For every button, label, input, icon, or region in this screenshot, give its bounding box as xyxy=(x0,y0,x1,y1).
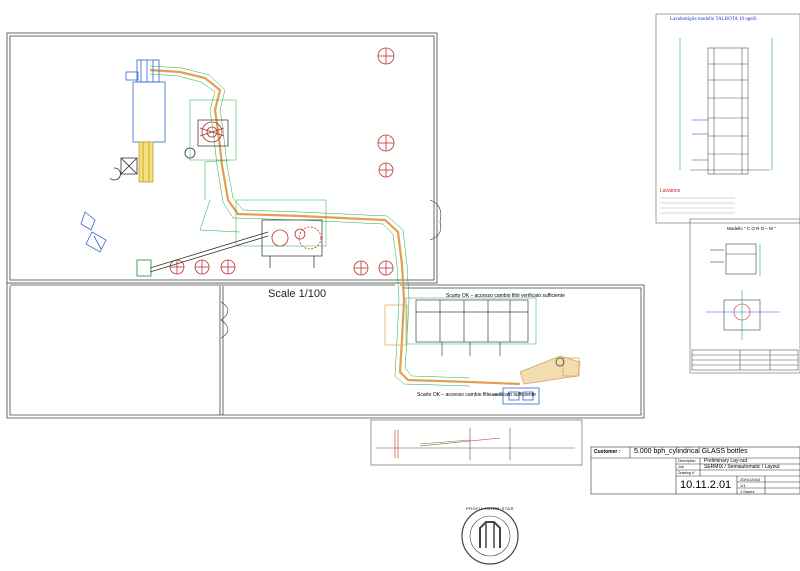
operator-symbols xyxy=(80,147,196,253)
customer-label: Customer : xyxy=(594,449,621,455)
customer-value: 5.000 bph_cylindrical GLASS bottles xyxy=(634,448,748,455)
column-markers xyxy=(169,47,395,276)
door-symbols xyxy=(220,199,442,339)
sheet-capper xyxy=(689,218,800,374)
depalletizer xyxy=(125,59,166,183)
note-bottom: Scarto OK – accesso cambio filtri verifi… xyxy=(417,392,536,398)
job-value: SERMIX / Semiautomatic / Layout xyxy=(704,464,780,470)
capper-sheet-title: Modello " C O R O – M " xyxy=(727,226,776,231)
drawing-number: 10.11.2.01 xyxy=(680,479,732,491)
conveyor-lines xyxy=(149,68,521,386)
pasteurizer xyxy=(384,297,537,356)
incline-conveyor xyxy=(149,231,269,269)
sheet-washer xyxy=(655,13,800,224)
author-value: J.Sanes xyxy=(740,489,755,494)
side-elevation xyxy=(370,419,583,466)
labeller xyxy=(519,355,581,385)
description-value: Preliminary Lay-out xyxy=(704,458,748,464)
loading-station xyxy=(136,259,152,277)
drawing-label: Drawing n° xyxy=(678,471,696,475)
green-guards xyxy=(189,99,327,247)
note-top: Scarto OK – accesso cambio filtri verifi… xyxy=(446,293,565,299)
washer-sheet-title: Lavabottiglie modello TALROTA 10 ugelli xyxy=(670,17,757,22)
stamp-text: PROFIL·INTER·STAR xyxy=(466,506,514,511)
company-stamp xyxy=(461,507,519,565)
date-value: 20/01/2004 xyxy=(740,477,761,482)
pallet-box xyxy=(120,157,138,175)
title-block-frame xyxy=(590,446,800,495)
filler-monoblock xyxy=(261,219,323,268)
scale-value: 1/1 xyxy=(740,483,746,488)
rinser xyxy=(197,119,229,147)
palletizer xyxy=(489,387,540,405)
conveyor-guides xyxy=(149,65,471,387)
description-label: Description xyxy=(678,459,696,463)
scale-label: Scale 1/100 xyxy=(268,288,327,300)
building-walls xyxy=(6,32,645,419)
job-label: Job xyxy=(678,465,684,469)
washer-sheet-caption: Lavatrice xyxy=(660,188,681,194)
